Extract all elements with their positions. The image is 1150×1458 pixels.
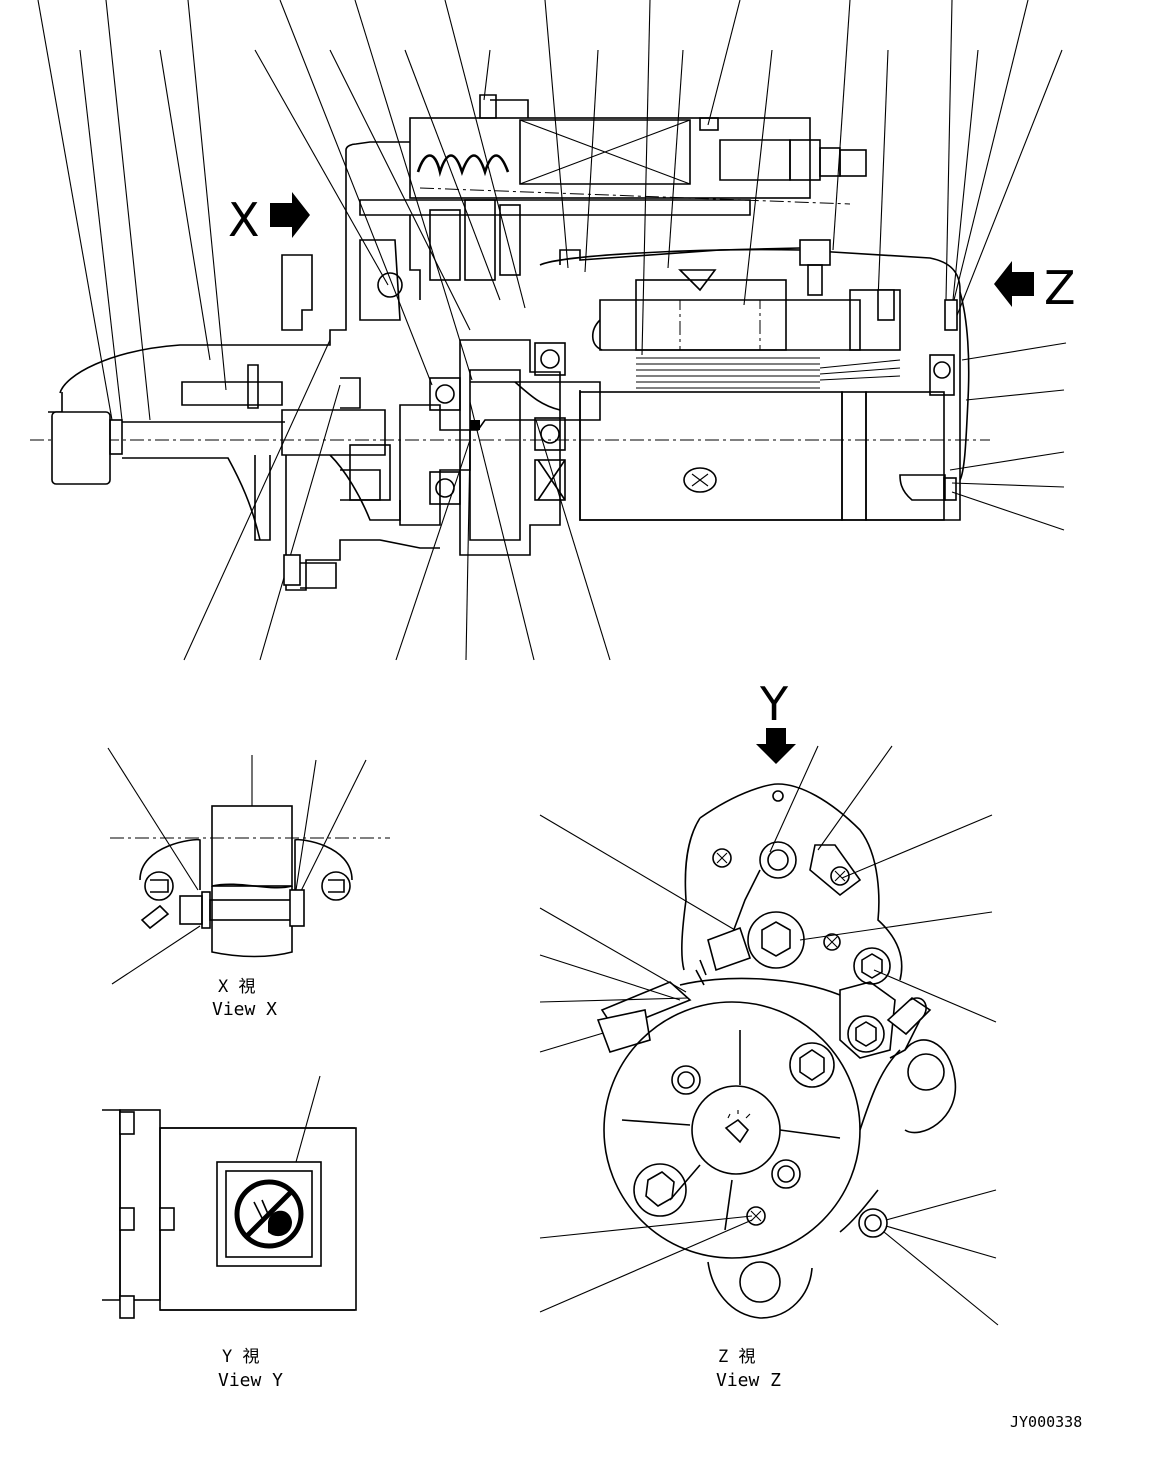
view-y-en: View Y [218,1370,283,1391]
lead-wire [559,247,801,265]
view-y-marker-label: Y [759,677,789,731]
view-y-detail: Y 視 View Y [102,1075,357,1391]
view-z-detail: Y [539,677,999,1391]
view-y-jp: Y 視 [222,1347,259,1367]
pinion-clutch [340,339,566,556]
view-x-en: View X [212,999,277,1020]
drive-housing [48,141,440,591]
armature-shaft [470,381,601,431]
view-z-marker-label: Z [1044,261,1076,315]
view-x-detail: X 視 View X [107,747,390,1020]
arrow-right-icon [270,192,310,238]
arrow-left-icon [994,261,1034,307]
view-z-jp: Z 視 [718,1347,755,1367]
view-x-marker-label: X [228,193,260,247]
view-x-marker: X [228,192,310,247]
leader-lines-top [37,0,1063,421]
arrow-down-icon [756,728,796,764]
solenoid-switch [359,94,867,300]
plunger-center-line [419,187,851,205]
main-section-view: X Z [30,0,1076,661]
leader-lines-right [949,342,1067,531]
view-x-jp: X 視 [218,977,255,997]
no-water-spray-warning-icon [234,1179,304,1249]
leader-lines-view-z [539,745,999,1326]
drawing-id: JY000338 [1010,1413,1082,1431]
view-z-en: View Z [716,1370,781,1391]
view-z-marker: Z [994,261,1076,315]
motor-yoke [539,239,970,521]
